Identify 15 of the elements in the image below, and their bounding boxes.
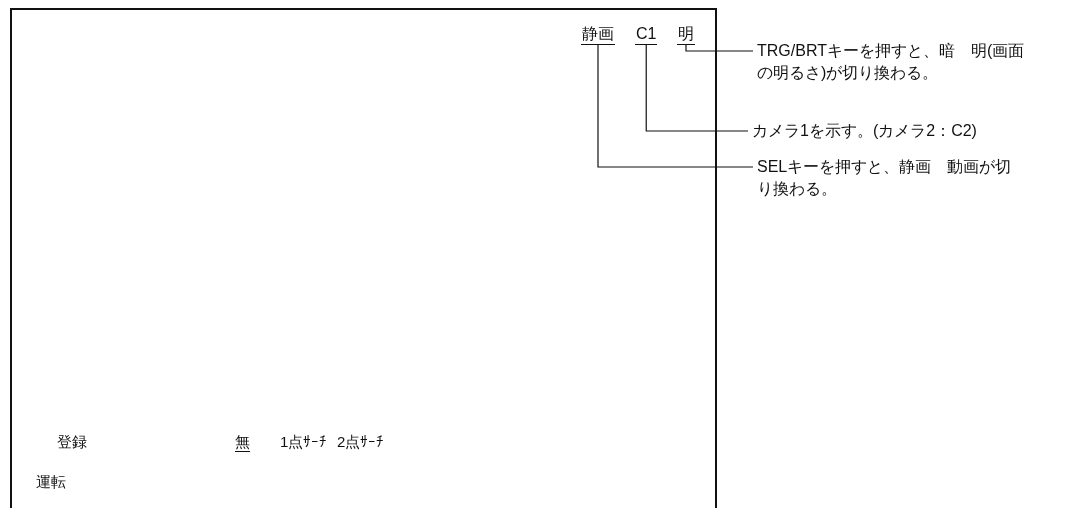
screen-text: 無 <box>235 432 250 452</box>
annotation-text: TRG/BRTキーを押すと、暗 明(画面の明るさ)が切り換わる。 <box>757 40 1029 84</box>
annotation-text: カメラ1を示す。(カメラ2：C2) <box>752 120 1082 142</box>
screen-frame <box>10 8 717 508</box>
screen-text: 1点ｻｰﾁ <box>280 432 328 452</box>
leader-line <box>645 44 749 132</box>
leader-line <box>597 44 754 168</box>
screen-indicator: 静画 <box>581 24 615 45</box>
screen-text: 2点ｻｰﾁ <box>337 432 385 452</box>
leader-line <box>685 44 754 52</box>
screen-text: 登録 <box>57 432 87 452</box>
screen-indicator: C1 <box>635 24 658 45</box>
screen-indicator: 明 <box>677 24 695 45</box>
screen-text: 運転 <box>36 472 66 492</box>
annotation-text: SELキーを押すと、静画 動画が切り換わる。 <box>757 156 1019 200</box>
